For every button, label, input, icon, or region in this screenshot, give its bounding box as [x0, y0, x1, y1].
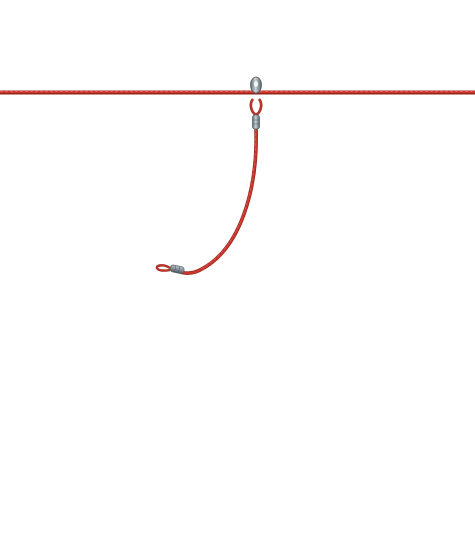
hanging-rope[interactable] — [176, 126, 258, 275]
rope-end-clamp[interactable] — [155, 264, 185, 274]
taut-rope[interactable] — [0, 90, 475, 95]
pulley-clip[interactable] — [249, 76, 263, 130]
